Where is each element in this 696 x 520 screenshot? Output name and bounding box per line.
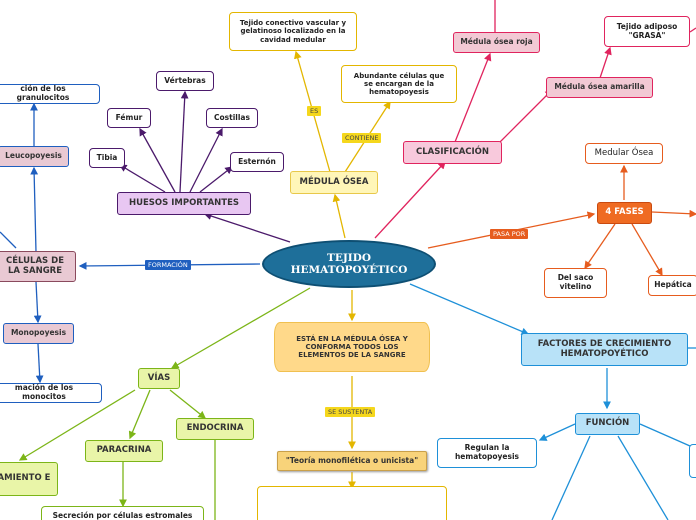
regulan-node[interactable]: Regulan la hematopoyesis <box>437 438 537 468</box>
line-fases-right <box>651 209 696 218</box>
tejido-adiposo-node[interactable]: Tejido adiposo "GRASA" <box>604 16 690 47</box>
celulas-sangre-node[interactable]: CÉLULAS DE LA SANGRE <box>0 251 76 282</box>
central-topic-label: TEJIDO HEMATOPOYÉTICO <box>290 251 408 276</box>
secrecion-node[interactable]: Secreción por células estromales <box>41 506 204 520</box>
vertebras-node[interactable]: Vértebras <box>156 71 214 91</box>
medula-osea-node[interactable]: MÉDULA ÓSEA <box>290 171 378 194</box>
teoria-child-node <box>257 486 447 520</box>
monocitos-node[interactable]: mación de los monocitos <box>0 383 102 403</box>
medula-amarilla-node[interactable]: Médula ósea amarilla <box>546 77 653 98</box>
line-vias <box>170 287 311 369</box>
vias-node[interactable]: VÍAS <box>138 368 180 389</box>
line-costillas <box>189 127 223 193</box>
line-paracrina <box>128 389 151 440</box>
line-monocitos <box>35 343 44 384</box>
pasa-por-label: PASA POR <box>490 229 529 239</box>
funcion-right-node <box>689 444 696 478</box>
granulocitos-node[interactable]: ción de los granulocitos <box>0 84 100 104</box>
se-sustenta-label: SE SUSTENTA <box>325 407 376 417</box>
line-saco <box>584 223 616 270</box>
line-clasificacion <box>374 161 446 239</box>
funcion-node[interactable]: FUNCIÓN <box>575 413 640 435</box>
costillas-node[interactable]: Costillas <box>206 108 258 128</box>
contacto-node[interactable]: AMIENTO E <box>0 462 58 496</box>
leucopoyesis-node[interactable]: Leucopoyesis <box>0 146 69 167</box>
line-vertebras <box>179 90 189 193</box>
line-amarilla <box>499 89 553 143</box>
line-funcion-right <box>639 423 691 447</box>
fases-node[interactable]: 4 FASES <box>597 202 652 224</box>
celulas-abundantes-node[interactable]: Abundante células que se encargan de la … <box>341 65 457 103</box>
saco-vitelino-node[interactable]: Del saco vitelino <box>544 268 607 298</box>
contiene-connector-label: CONTIENE <box>342 133 382 143</box>
teoria-node[interactable]: "Teoría monofilética o unicista" <box>277 451 427 471</box>
formacion-label: FORMACIÓN <box>145 260 191 270</box>
line-monopoyesis <box>33 281 42 324</box>
line-celulas-left <box>0 231 17 249</box>
factores-node[interactable]: FACTORES DE CRECIMIENTO HEMATOPOYÉTICO <box>521 333 688 366</box>
line-tibia <box>118 164 166 193</box>
central-topic[interactable]: TEJIDO HEMATOPOYÉTICO <box>262 240 436 288</box>
line-medula <box>332 193 346 239</box>
line-contacto <box>18 389 136 461</box>
femur-node[interactable]: Fémur <box>107 108 151 128</box>
hepatica-node[interactable]: Hepática <box>648 275 696 296</box>
line-roja <box>454 52 492 143</box>
line-factores <box>409 283 530 336</box>
line-endocrina <box>169 389 207 419</box>
esternon-node[interactable]: Esternón <box>230 152 284 172</box>
tibia-node[interactable]: Tibia <box>89 148 125 168</box>
line-adiposo <box>599 46 612 79</box>
line-esternon <box>199 166 234 193</box>
clasificacion-node[interactable]: CLASIFICACIÓN <box>403 141 502 164</box>
line-adiposo-right <box>689 27 696 33</box>
es-connector-label: ES <box>307 106 322 116</box>
medula-roja-node[interactable]: Médula ósea roja <box>453 32 540 53</box>
tejido-conectivo-node[interactable]: Tejido conectivo vascular y gelatinoso l… <box>229 12 357 51</box>
line-regulan <box>538 423 576 441</box>
line-funcion-down-right <box>617 435 669 520</box>
line-femur <box>139 127 176 193</box>
line-huesos <box>203 212 291 243</box>
medula-conforma-node[interactable]: ESTÁ EN LA MÉDULA ÓSEA Y CONFORMA TODOS … <box>274 322 430 372</box>
huesos-importantes-node[interactable]: HUESOS IMPORTANTES <box>117 192 251 215</box>
medular-osea-node[interactable]: Medular Ósea <box>585 143 663 164</box>
monopoyesis-node[interactable]: Monopoyesis <box>3 323 74 344</box>
line-leucopoyesis <box>30 166 39 253</box>
line-hepatica <box>631 223 663 277</box>
endocrina-node[interactable]: ENDOCRINA <box>176 418 254 440</box>
line-funcion-down-left <box>551 435 591 520</box>
paracrina-node[interactable]: PARACRINA <box>85 440 163 462</box>
